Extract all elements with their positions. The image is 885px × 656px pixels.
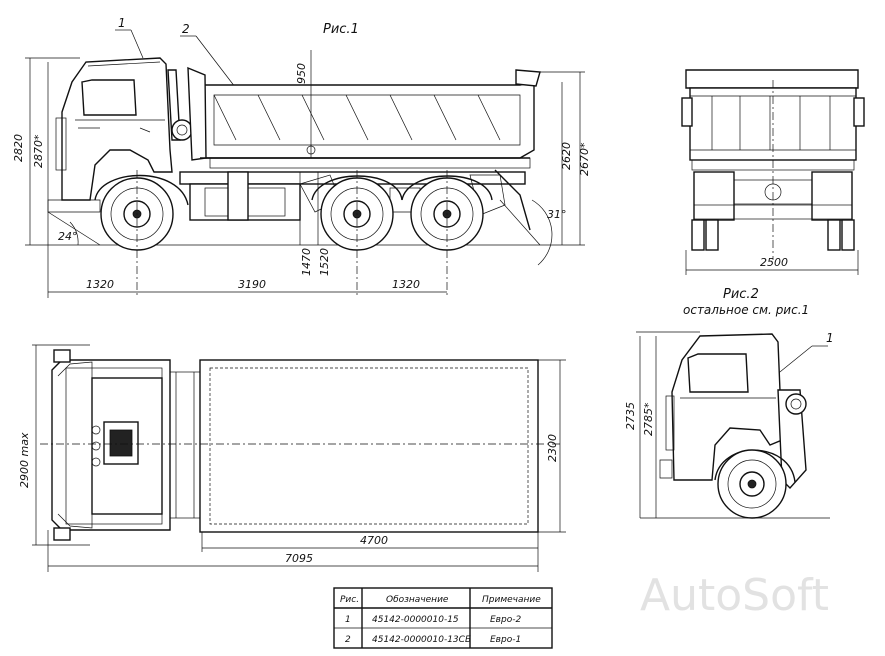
dim-wheelbase: 3190: [238, 278, 266, 291]
dump-body: [199, 81, 535, 159]
table-header-designation: Обозначение: [386, 595, 449, 605]
table-row-2-designation: 45142-0000010-13СБ: [372, 635, 471, 645]
table-row-1-designation: 45142-0000010-15: [372, 615, 459, 625]
fig2-dim-height-1: 2735: [624, 402, 637, 430]
table-header-fig: Рис.: [340, 595, 359, 605]
dim-body-top: 950: [295, 63, 308, 84]
dim-front-overhang: 1320: [86, 278, 114, 291]
top-view: 2900 max 2300 4700 7095: [18, 344, 566, 572]
table-row-2-note: Евро-1: [490, 635, 521, 645]
watermark: AutoSoft: [640, 570, 829, 621]
dim-body-width: 2300: [546, 434, 559, 462]
fig2-title: Рис.2: [723, 287, 759, 302]
dim-rear-height: 2620: [560, 142, 573, 170]
fig2-callout-1: 1: [826, 331, 834, 345]
dim-overall-length: 7095: [285, 552, 313, 565]
table-header-note: Примечание: [482, 595, 541, 605]
cab-window: [81, 79, 137, 116]
fig2-view: Рис.2 остальное см. рис.1 1 2735 2785*: [624, 287, 834, 519]
table-row-1-note: Евро-2: [490, 615, 521, 625]
rear-view: 2500: [681, 69, 865, 275]
spec-table: Рис. Обозначение Примечание 1 45142-0000…: [333, 587, 553, 649]
callout-2: 2: [182, 22, 190, 36]
fig2-dim-height-2: 2785*: [642, 402, 655, 436]
dim-overall-width: 2900 max: [18, 432, 31, 488]
dim-cab-height: 2870*: [32, 134, 45, 168]
dim-track: 2500: [760, 256, 788, 269]
fig1-title: Рис.1: [323, 22, 359, 37]
dim-angle-rear: 31°: [547, 208, 567, 221]
callout-1: 1: [118, 16, 126, 30]
fig2-subtitle: остальное см. рис.1: [683, 303, 809, 317]
dim-angle-front: 24°: [58, 230, 78, 243]
dim-frame-height-2: 1520: [318, 248, 331, 276]
table-row-1-fig: 1: [345, 615, 351, 625]
side-view: Рис.1 1 2: [12, 16, 591, 298]
dim-frame-height-1: 1470: [300, 248, 313, 276]
table-row-2-fig: 2: [345, 635, 351, 645]
body-top: [199, 359, 539, 533]
dim-rear-height-2: 2670*: [578, 142, 591, 176]
dim-overall-height: 2820: [12, 134, 25, 162]
dim-rear-base: 1320: [392, 278, 420, 291]
dim-body-length: 4700: [360, 534, 388, 547]
